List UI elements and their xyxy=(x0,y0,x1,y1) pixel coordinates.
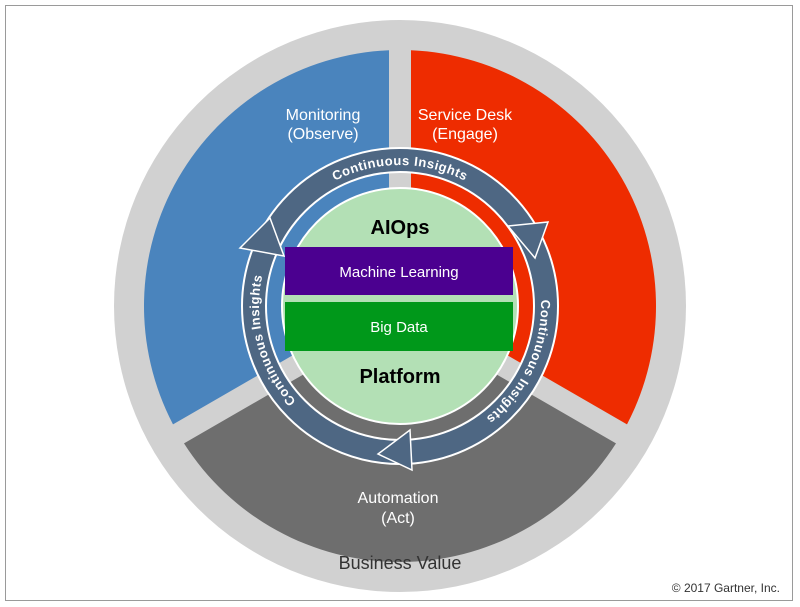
diagram-frame xyxy=(5,5,793,601)
aiops-title: AIOps xyxy=(371,217,430,239)
automation-label: Automation xyxy=(358,490,439,507)
machine-learning-layer xyxy=(285,247,513,295)
arrowhead-up-icon xyxy=(238,216,286,257)
arrowhead-left-icon xyxy=(376,428,413,472)
service-desk-label: Service Desk xyxy=(418,107,513,124)
big-data-label: Big Data xyxy=(370,319,428,336)
business-value-label: Business Value xyxy=(339,553,462,573)
machine-learning-label: Machine Learning xyxy=(339,264,458,281)
big-data-layer xyxy=(285,302,513,351)
automation-sublabel: (Act) xyxy=(381,510,415,527)
arrowhead-right-icon xyxy=(506,221,550,260)
copyright: © 2017 Gartner, Inc. xyxy=(671,581,780,595)
service-desk-sublabel: (Engage) xyxy=(432,126,498,143)
platform-label: Platform xyxy=(359,366,440,388)
monitoring-sublabel: (Observe) xyxy=(287,126,358,143)
monitoring-label: Monitoring xyxy=(286,107,361,124)
